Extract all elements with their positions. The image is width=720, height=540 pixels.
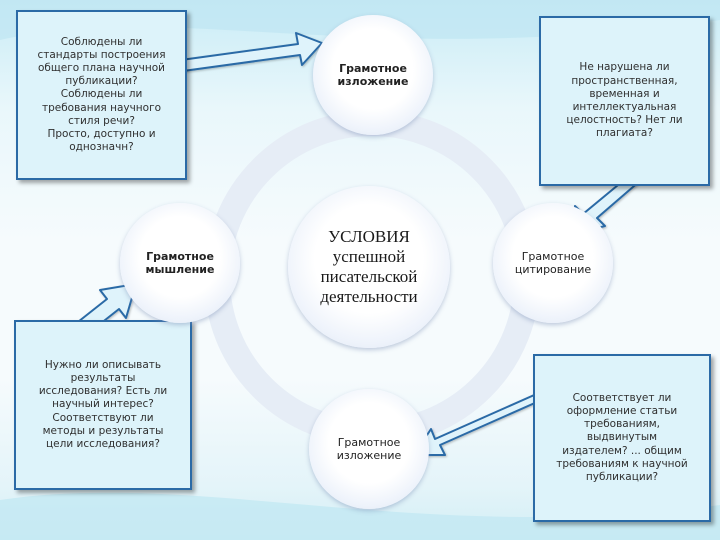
node-bottom-presentation: Грамотное изложение: [309, 389, 429, 509]
callout-bottom-left: Нужно ли описывать результаты исследован…: [14, 320, 192, 490]
node-left-label: Грамотное мышление: [145, 250, 215, 276]
callout-bottom-right: Соответствует ли оформление статьи требо…: [533, 354, 711, 522]
center-title: УСЛОВИЯ успешной писательской деятельнос…: [320, 227, 418, 306]
arrow-to-top-node: [180, 32, 323, 72]
node-right-citation: Грамотное цитирование: [493, 203, 613, 323]
node-bottom-label: Грамотное изложение: [336, 436, 402, 462]
node-top-presentation: Грамотное изложение: [313, 15, 433, 135]
callout-top-left: Соблюдены ли стандарты построения общего…: [16, 10, 187, 180]
callout-top-right: Не нарушена ли пространственная, временн…: [539, 16, 710, 186]
node-left-thinking: Грамотное мышление: [120, 203, 240, 323]
node-top-label: Грамотное изложение: [337, 62, 409, 88]
node-right-label: Грамотное цитирование: [514, 250, 592, 276]
center-node: УСЛОВИЯ успешной писательской деятельнос…: [288, 186, 450, 348]
